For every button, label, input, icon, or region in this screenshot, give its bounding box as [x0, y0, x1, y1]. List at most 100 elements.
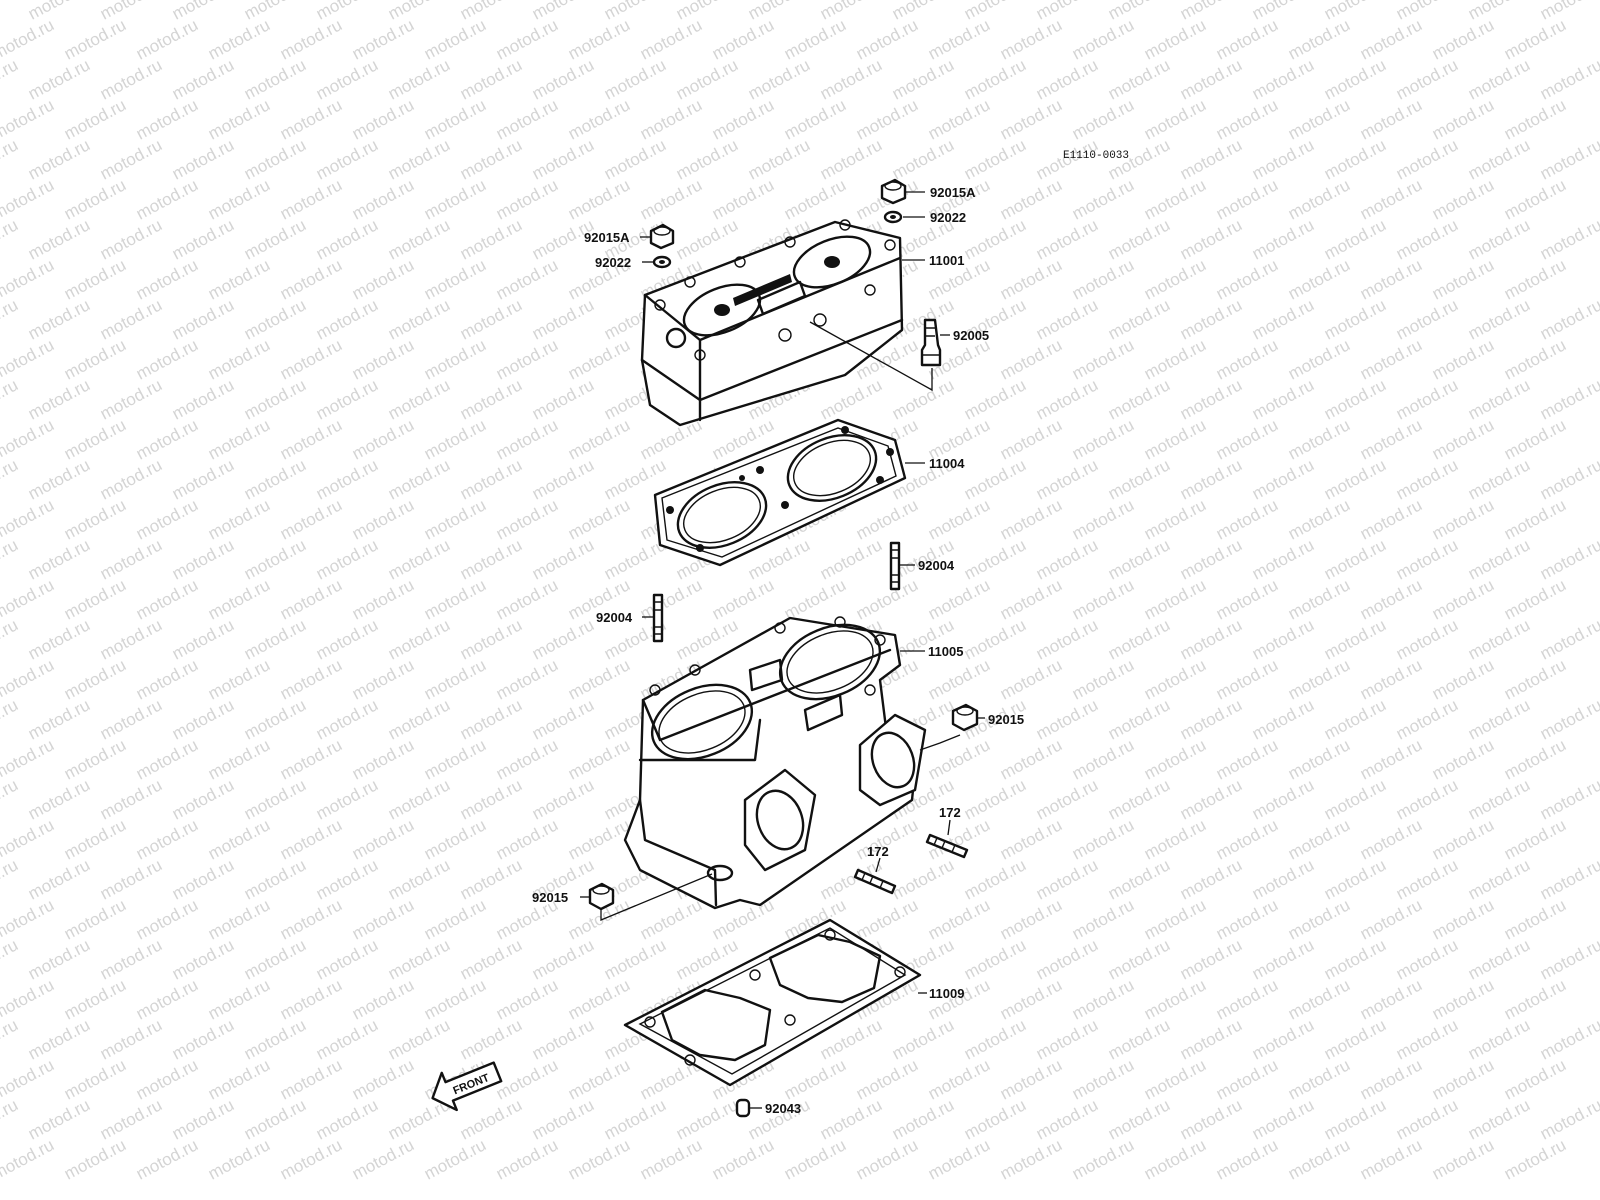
watermark-text: motod.ru [97, 295, 165, 343]
dowel-pin[interactable] [735, 1098, 751, 1118]
cylinder-head-gasket[interactable] [653, 418, 907, 567]
watermark-text: motod.ru [565, 735, 633, 783]
watermark-text: motod.ru [925, 495, 993, 543]
watermark-text: motod.ru [421, 95, 489, 143]
stud-left[interactable] [652, 593, 664, 643]
watermark-text: motod.ru [0, 855, 21, 903]
watermark-text: motod.ru [889, 0, 957, 24]
label-nut-left: 92015 [532, 890, 568, 905]
watermark-text: motod.ru [277, 575, 345, 623]
watermark-text: motod.ru [1213, 255, 1281, 303]
cylinder-block[interactable] [623, 611, 927, 910]
washer-right[interactable] [883, 210, 903, 224]
watermark-text: motod.ru [1069, 815, 1137, 863]
watermark-text: motod.ru [1213, 495, 1281, 543]
watermark-text: motod.ru [1141, 975, 1209, 1023]
watermark-text: motod.ru [1465, 1095, 1533, 1143]
watermark-text: motod.ru [1177, 535, 1245, 583]
watermark-text: motod.ru [1501, 255, 1569, 303]
watermark-text: motod.ru [205, 1135, 273, 1183]
fitting[interactable] [920, 318, 942, 367]
watermark-text: motod.ru [457, 455, 525, 503]
watermark-text: motod.ru [97, 135, 165, 183]
watermark-text: motod.ru [349, 735, 417, 783]
watermark-text: motod.ru [385, 455, 453, 503]
watermark-text: motod.ru [817, 135, 885, 183]
watermark-text: motod.ru [421, 975, 489, 1023]
watermark-text: motod.ru [1537, 135, 1600, 183]
watermark-text: motod.ru [1033, 455, 1101, 503]
watermark-text: motod.ru [313, 135, 381, 183]
watermark-text: motod.ru [493, 15, 561, 63]
watermark-text: motod.ru [1429, 815, 1497, 863]
watermark-text: motod.ru [961, 0, 1029, 24]
watermark-text: motod.ru [565, 175, 633, 223]
watermark-text: motod.ru [277, 175, 345, 223]
watermark-text: motod.ru [565, 415, 633, 463]
cap-nut-left[interactable] [649, 223, 675, 250]
watermark-text: motod.ru [205, 15, 273, 63]
watermark-text: motod.ru [421, 735, 489, 783]
watermark-text: motod.ru [457, 535, 525, 583]
watermark-text: motod.ru [0, 215, 21, 263]
stud-right[interactable] [889, 541, 901, 591]
watermark-text: motod.ru [961, 215, 1029, 263]
cylinder-head[interactable] [640, 219, 904, 427]
watermark-text: motod.ru [61, 495, 129, 543]
watermark-text: motod.ru [457, 375, 525, 423]
watermark-text: motod.ru [673, 0, 741, 24]
watermark-text: motod.ru [205, 335, 273, 383]
watermark-text: motod.ru [241, 855, 309, 903]
watermark-text: motod.ru [1501, 735, 1569, 783]
watermark-text: motod.ru [25, 0, 93, 24]
watermark-text: motod.ru [781, 1135, 849, 1183]
watermark-text: motod.ru [1249, 135, 1317, 183]
watermark-text: motod.ru [889, 135, 957, 183]
cap-nut-right[interactable] [880, 178, 907, 205]
watermark-text: motod.ru [1069, 575, 1137, 623]
watermark-text: motod.ru [1033, 0, 1101, 24]
watermark-text: motod.ru [853, 95, 921, 143]
watermark-text: motod.ru [349, 655, 417, 703]
watermark-text: motod.ru [997, 735, 1065, 783]
cylinder-base-gasket[interactable] [623, 918, 922, 1087]
watermark-text: motod.ru [1141, 255, 1209, 303]
watermark-text: motod.ru [1465, 0, 1533, 24]
watermark-text: motod.ru [1465, 935, 1533, 983]
watermark-text: motod.ru [1141, 335, 1209, 383]
watermark-text: motod.ru [1105, 615, 1173, 663]
nut-left[interactable] [588, 882, 615, 911]
watermark-text: motod.ru [133, 815, 201, 863]
watermark-text: motod.ru [961, 775, 1029, 823]
watermark-text: motod.ru [1069, 895, 1137, 943]
label-cylinder-head: 11001 [929, 253, 964, 268]
watermark-text: motod.ru [1285, 95, 1353, 143]
watermark-text: motod.ru [277, 255, 345, 303]
stud-172-right[interactable] [925, 833, 969, 859]
watermark-text: motod.ru [1537, 215, 1600, 263]
watermark-text: motod.ru [133, 1135, 201, 1183]
watermark-text: motod.ru [385, 695, 453, 743]
watermark-text: motod.ru [457, 695, 525, 743]
watermark-text: motod.ru [169, 215, 237, 263]
watermark-text: motod.ru [1285, 1135, 1353, 1183]
watermark-text: motod.ru [1429, 655, 1497, 703]
watermark-text: motod.ru [1321, 375, 1389, 423]
watermark-text: motod.ru [1285, 335, 1353, 383]
watermark-text: motod.ru [169, 135, 237, 183]
washer-left[interactable] [652, 255, 672, 269]
watermark-text: motod.ru [1069, 95, 1137, 143]
watermark-text: motod.ru [961, 455, 1029, 503]
stud-172-left[interactable] [853, 868, 897, 895]
watermark-text: motod.ru [205, 415, 273, 463]
watermark-text: motod.ru [1537, 695, 1600, 743]
nut-right[interactable] [951, 703, 979, 732]
watermark-text: motod.ru [25, 455, 93, 503]
watermark-text: motod.ru [1465, 295, 1533, 343]
watermark-text: motod.ru [1249, 1095, 1317, 1143]
watermark-text: motod.ru [61, 335, 129, 383]
watermark-text: motod.ru [61, 975, 129, 1023]
watermark-text: motod.ru [25, 295, 93, 343]
watermark-text: motod.ru [817, 1095, 885, 1143]
watermark-text: motod.ru [997, 975, 1065, 1023]
